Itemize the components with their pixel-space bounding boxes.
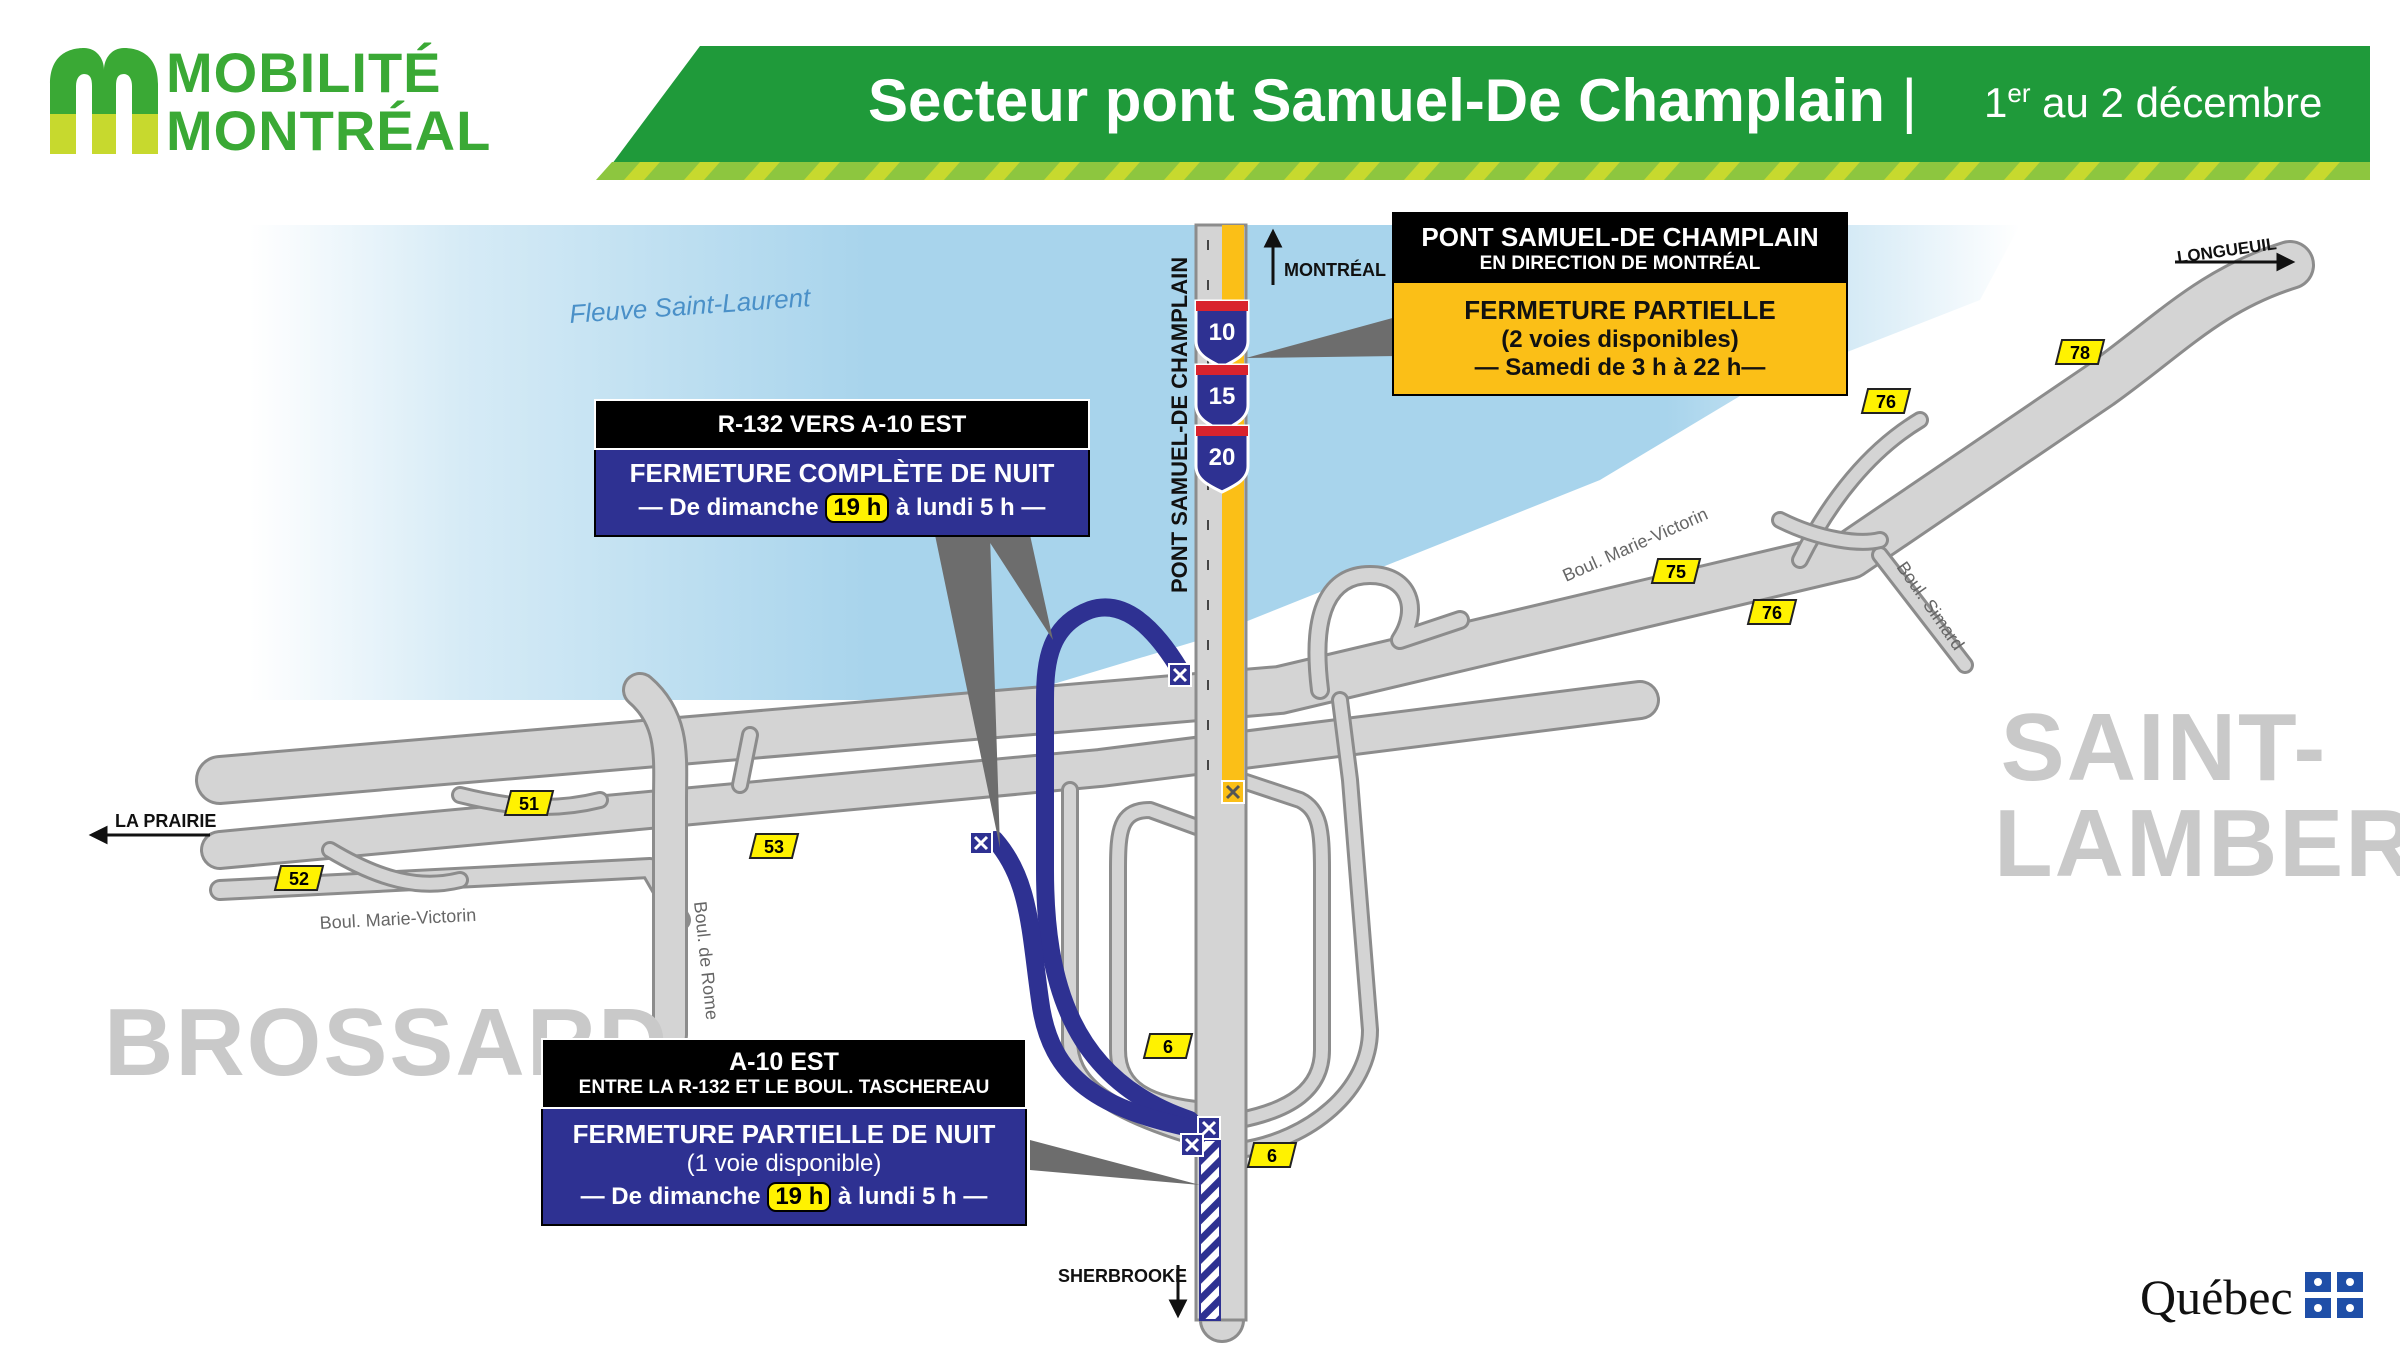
- closure-markers: [969, 663, 1245, 1157]
- notice-r132-line1: FERMETURE COMPLÈTE DE NUIT: [629, 458, 1055, 488]
- title-separator: |: [1901, 67, 1918, 134]
- shield-10: 10: [1209, 319, 1236, 346]
- city-saint-lambert: SAINT- LAMBERT: [1994, 694, 2400, 897]
- notice-a10: A-10 EST ENTRE LA R-132 ET LE BOUL. TASC…: [541, 1038, 1027, 1227]
- closed-ramp-r132: [1036, 598, 1214, 1149]
- notice-r132-hour: 19 h: [825, 493, 890, 524]
- notice-a10-line3: — De dimanche 19 h à lundi 5 h —: [543, 1182, 1025, 1213]
- notice-bridge-line3: — Samedi de 3 h à 22 h—: [1474, 354, 1766, 381]
- notice-r132-post: à lundi 5 h —: [896, 494, 1046, 521]
- exit-76-north: 76: [1876, 392, 1896, 412]
- bridge-label: PONT SAMUEL-DE CHAMPLAIN: [1167, 257, 1192, 593]
- notice-bridge-head2: EN DIRECTION DE MONTRÉAL: [1479, 253, 1761, 274]
- marie-victorin-west-label: Boul. Marie-Victorin: [319, 905, 477, 933]
- date-end: au 2 décembre: [2042, 79, 2323, 126]
- mobilite-montreal-logo: MOBILITÉ MONTRÉAL: [44, 44, 490, 164]
- shield-20: 20: [1209, 444, 1236, 471]
- notice-a10-head1: A-10 EST: [729, 1048, 839, 1076]
- page-title: Secteur pont Samuel-De Champlain |: [868, 66, 1917, 135]
- logo-text: MOBILITÉ MONTRÉAL: [166, 44, 491, 160]
- exit-76-south: 76: [1762, 603, 1782, 623]
- callout-pointers: [935, 316, 1400, 1185]
- logo-line2: MONTRÉAL: [166, 99, 492, 162]
- header-banner: [596, 46, 2370, 180]
- shield-15: 15: [1209, 383, 1236, 410]
- exit-6-west: 6: [1163, 1037, 1173, 1057]
- notice-a10-pre: — De dimanche: [580, 1183, 761, 1210]
- logo-m-icon: [50, 48, 158, 154]
- date-start: 1: [1984, 79, 2008, 126]
- boul-de-rome-label: Boul. de Rome: [690, 900, 722, 1021]
- notice-a10-head2: ENTRE LA R-132 ET LE BOUL. TASCHEREAU: [578, 1077, 990, 1098]
- date-sup: er: [2007, 78, 2031, 108]
- notice-r132: R-132 VERS A-10 EST FERMETURE COMPLÈTE D…: [594, 399, 1090, 538]
- exit-6-east: 6: [1267, 1146, 1277, 1166]
- title-text: Secteur pont Samuel-De Champlain: [868, 67, 1885, 134]
- notice-r132-head: R-132 VERS A-10 EST: [594, 399, 1090, 450]
- city-saint-lambert-2: LAMBERT: [1994, 790, 2400, 897]
- direction-sherbrooke: SHERBROOKE: [1058, 1266, 1187, 1286]
- logo-line1: MOBILITÉ: [166, 41, 442, 104]
- notice-a10-line1: FERMETURE PARTIELLE DE NUIT: [572, 1119, 996, 1149]
- date-range: 1er au 2 décembre: [1984, 78, 2322, 127]
- exit-75: 75: [1666, 562, 1686, 582]
- notice-r132-pre: — De dimanche: [638, 494, 819, 521]
- boul-simard-label: Boul. Simard: [1893, 558, 1968, 654]
- exit-53: 53: [764, 837, 784, 857]
- notice-bridge-head1: PONT SAMUEL-DE CHAMPLAIN: [1421, 222, 1819, 252]
- route-shields: 10 15 20: [1194, 299, 1250, 494]
- direction-arrows: [88, 228, 2296, 1319]
- direction-montreal: MONTRÉAL: [1284, 259, 1386, 280]
- notice-a10-hour: 19 h: [767, 1182, 832, 1213]
- direction-la-prairie: LA PRAIRIE: [115, 811, 216, 831]
- exit-52: 52: [289, 869, 309, 889]
- fleur-de-lis-flag-icon: [2305, 1272, 2364, 1318]
- quebec-wordmark: Québec: [2140, 1269, 2293, 1325]
- notice-a10-post: à lundi 5 h —: [838, 1183, 988, 1210]
- exit-78: 78: [2070, 343, 2090, 363]
- notice-r132-line2: — De dimanche 19 h à lundi 5 h —: [596, 493, 1088, 524]
- quebec-logo: Québec: [2140, 1268, 2364, 1326]
- exit-51: 51: [519, 794, 539, 814]
- notice-bridge: PONT SAMUEL-DE CHAMPLAIN EN DIRECTION DE…: [1392, 212, 1848, 396]
- notice-a10-line2: (1 voie disponible): [686, 1150, 882, 1177]
- notice-bridge-line1: FERMETURE PARTIELLE: [1464, 295, 1776, 325]
- a10-partial-closure: [1199, 1139, 1221, 1321]
- city-saint-lambert-1: SAINT-: [2000, 694, 2328, 801]
- exit-tags: 51 52 53 6 6 75 76 76 78: [273, 339, 2106, 1168]
- notice-bridge-line2: (2 voies disponibles): [1501, 326, 1739, 353]
